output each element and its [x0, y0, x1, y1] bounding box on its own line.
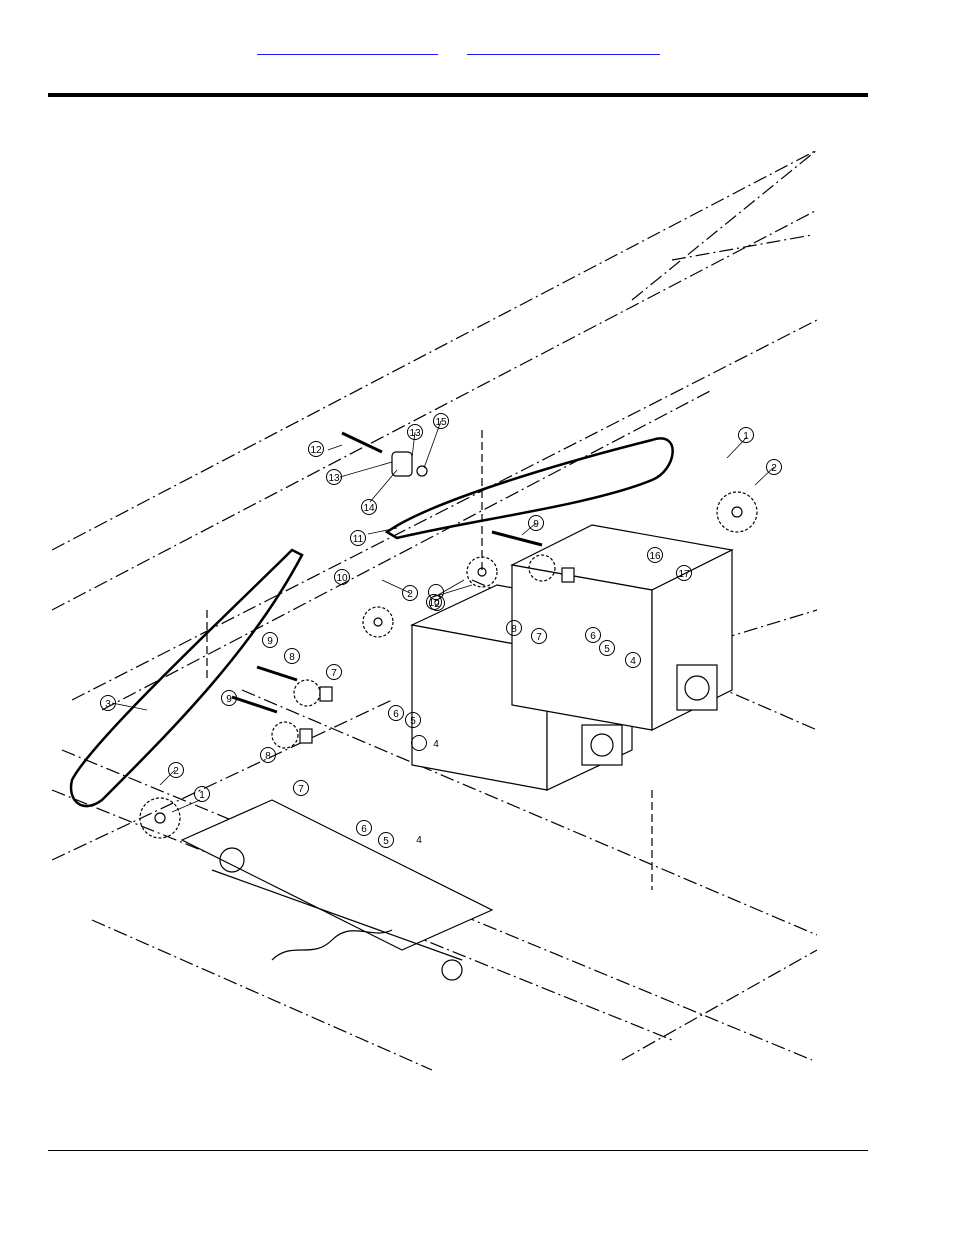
callout-label: 16	[649, 551, 661, 562]
callout-label: 13	[328, 473, 340, 484]
callout-label: 9	[267, 636, 273, 647]
callout-label: 2	[771, 463, 777, 474]
callout-label: 13	[409, 428, 421, 439]
callout-label: 9	[533, 519, 539, 530]
callout-label: 7	[536, 632, 542, 643]
callout-label: 5	[410, 716, 416, 727]
callout-label: 4	[416, 835, 422, 846]
callout-label: 5	[604, 644, 610, 655]
callout-label: 8	[511, 624, 517, 635]
footer-rule	[48, 1150, 868, 1151]
callout-label: 8	[265, 751, 271, 762]
callout-label: 5	[383, 836, 389, 847]
callout-label: 10	[336, 573, 348, 584]
callout-label: 12	[310, 445, 322, 456]
callout-label: 2	[407, 589, 413, 600]
callout-label: 3	[105, 699, 111, 710]
callout-label: 6	[361, 824, 367, 835]
header-link-left[interactable]	[257, 38, 438, 55]
callout-label: 6	[393, 709, 399, 720]
callout-label: 14	[363, 503, 375, 514]
callout-label: 11	[353, 534, 364, 545]
callout-label: 4	[433, 739, 439, 750]
callout-label: 15	[435, 417, 447, 428]
callout-label: 1	[199, 790, 205, 801]
header-link-right[interactable]	[467, 38, 660, 55]
exploded-view-drawing: 1 1 2 2 2 2 3 4 4 4 5 5 5 6 6 6 7 7 7 8 …	[52, 140, 817, 1080]
callout-label: 7	[298, 784, 304, 795]
callout-label: 8	[289, 652, 295, 663]
callout-label: 4	[630, 656, 636, 667]
callout-label: 2	[173, 766, 179, 777]
callout-label: 1	[743, 431, 749, 442]
callout-label: 6	[590, 631, 596, 642]
callout-label: 10	[428, 598, 440, 609]
parts-diagram: 1 1 2 2 2 2 3 4 4 4 5 5 5 6 6 6 7 7 7 8 …	[52, 140, 817, 1080]
header-rule	[48, 93, 868, 97]
callout-label: 17	[678, 569, 690, 580]
callout-label: 9	[226, 694, 232, 705]
callout-label: 7	[331, 668, 337, 679]
